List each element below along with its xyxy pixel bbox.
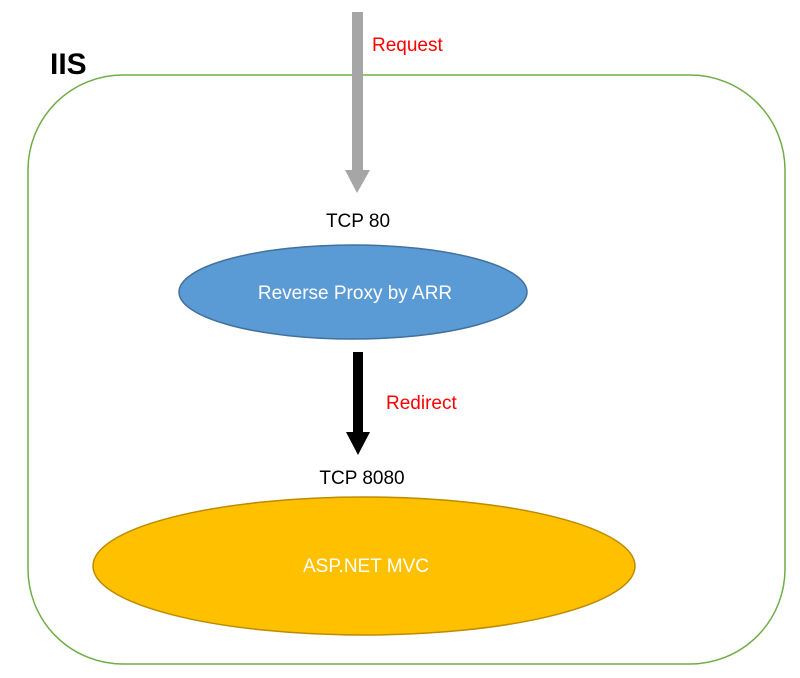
reverse-proxy-node [178, 244, 528, 340]
aspnet-mvc-node [92, 496, 636, 636]
request-arrow-head [345, 170, 370, 193]
redirect-label: Redirect [386, 393, 457, 414]
redirect-arrow-shaft [353, 352, 363, 434]
iis-container-title: IIS [50, 48, 87, 81]
iis-container-box [27, 74, 786, 665]
request-arrow-shaft [352, 12, 363, 172]
request-arrow [345, 12, 370, 193]
redirect-arrow [346, 352, 370, 455]
aspnet-mvc-label: ASP.NET MVC [303, 556, 429, 577]
app-port-label: TCP 8080 [319, 468, 404, 489]
reverse-proxy-label: Reverse Proxy by ARR [258, 283, 452, 304]
redirect-arrow-head [346, 432, 370, 455]
request-label: Request [372, 35, 443, 56]
proxy-port-label: TCP 80 [326, 211, 390, 232]
